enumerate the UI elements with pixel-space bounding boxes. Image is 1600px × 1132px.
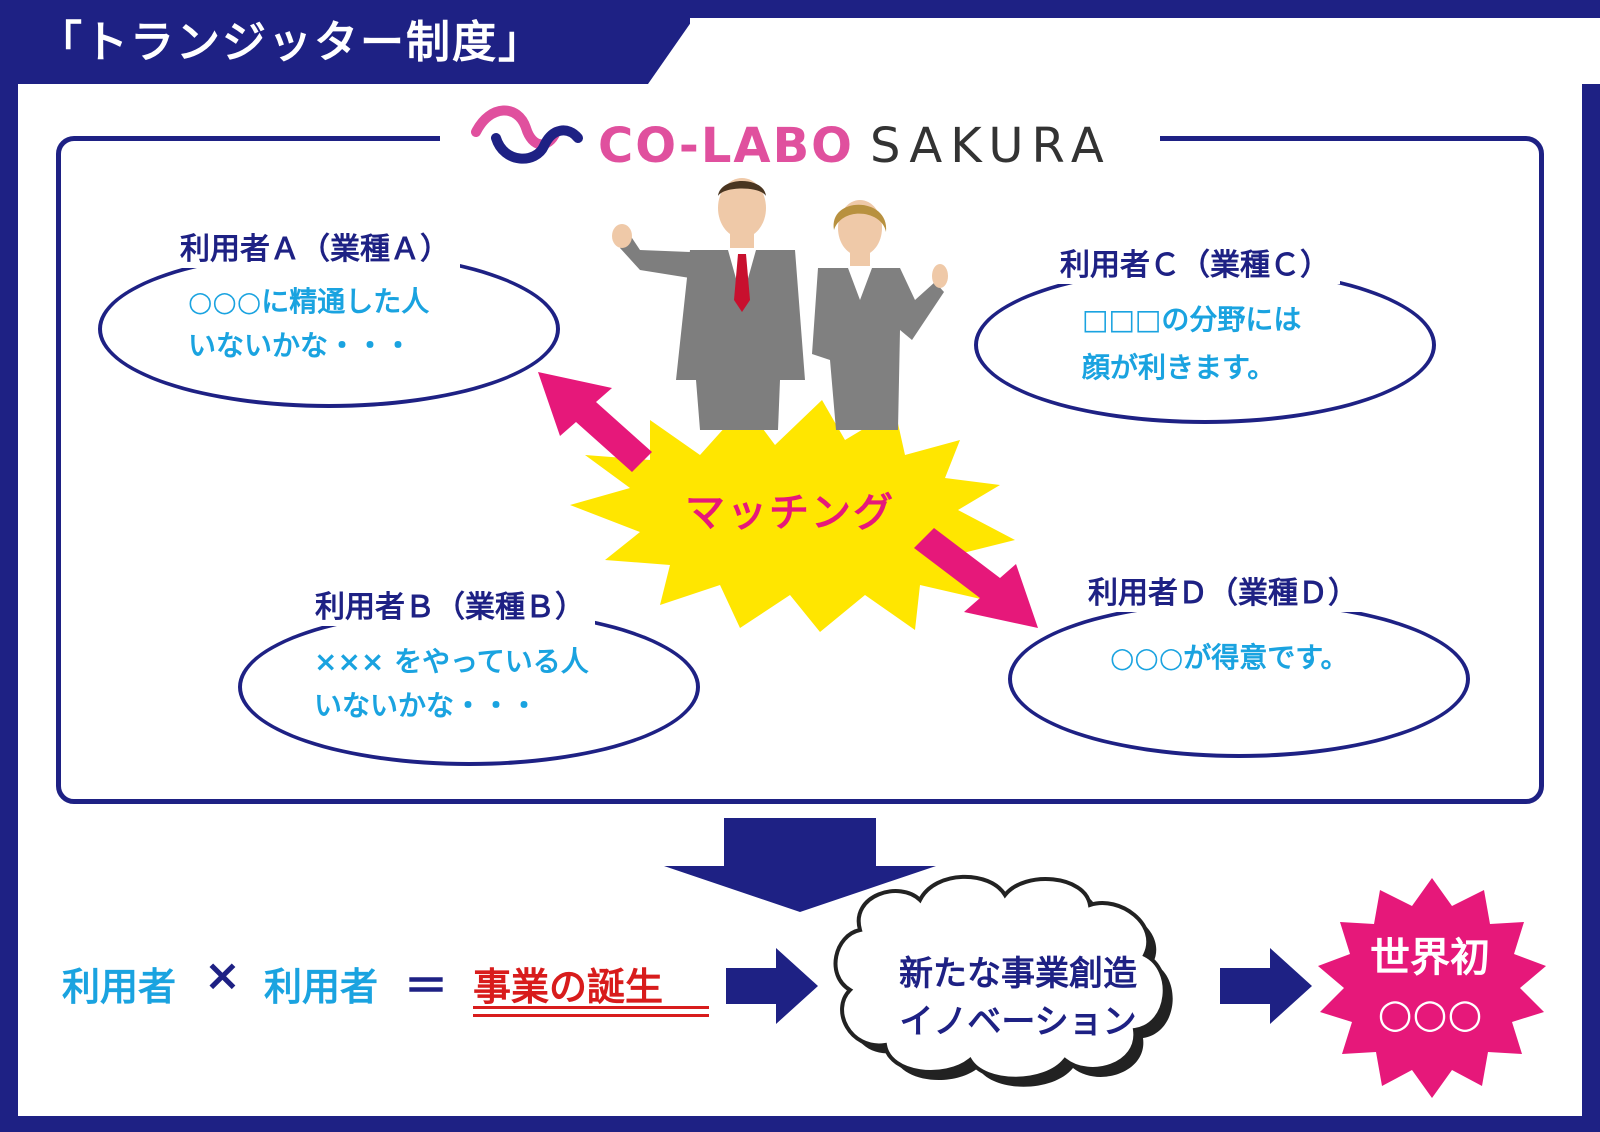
innovation-line-2: イノベーション (899, 1002, 1137, 1042)
user-a-label: 利用者Ａ（業種Ａ） (170, 232, 460, 268)
logo-part-colabo: CO-LABO (598, 118, 854, 174)
panel-top-strip (690, 18, 1600, 84)
title-tab (0, 0, 700, 84)
result-underline-1 (473, 1006, 709, 1009)
logo-part-sakura: SAKURA (870, 118, 1112, 174)
user-c-desc-line1: □□□の分野には (1082, 303, 1302, 336)
equation-equals: ＝ (404, 961, 448, 1012)
panel-diagonal (648, 18, 694, 84)
user-b-desc-line1: ××× をやっている人 (314, 645, 589, 678)
user-a-desc-line2: いないかな・・・ (188, 329, 413, 362)
world-first-line-2: ○○○ (1377, 991, 1483, 1037)
user-a-bubble (98, 250, 560, 408)
equation-result: 事業の誕生 (473, 965, 664, 1009)
user-c-bubble (974, 266, 1436, 424)
co-labo-sakura-logo: CO-LABO SAKURA (470, 98, 1150, 174)
result-underline-2 (473, 1014, 709, 1017)
page-title: 「トランジッター制度」 (38, 17, 544, 68)
user-d-desc-line1: ○○○が得意です。 (1110, 641, 1349, 674)
logo-wave-icon (471, 105, 583, 164)
user-c-desc-line2: 顔が利きます。 (1082, 351, 1276, 384)
equation-times: × (204, 950, 241, 1001)
equation-user-2: 利用者 (264, 965, 379, 1009)
innovation-line-1: 新たな事業創造 (899, 954, 1137, 994)
world-first-text: 世界初 ○○○ (1330, 930, 1530, 1042)
user-c-label: 利用者Ｃ（業種Ｃ） (1050, 248, 1340, 284)
equation-user-1: 利用者 (62, 965, 177, 1009)
user-d-label: 利用者Ｄ（業種Ｄ） (1078, 576, 1368, 612)
user-b-label: 利用者Ｂ（業種Ｂ） (305, 590, 595, 626)
innovation-text: 新たな事業創造 イノベーション (858, 950, 1178, 1046)
matching-label: マッチング (685, 490, 895, 536)
user-b-desc-line2: いないかな・・・ (314, 689, 539, 722)
user-a-desc-line1: ○○○に精通した人 (188, 285, 430, 318)
world-first-line-1: 世界初 (1370, 935, 1490, 981)
user-d-bubble (1008, 600, 1470, 758)
